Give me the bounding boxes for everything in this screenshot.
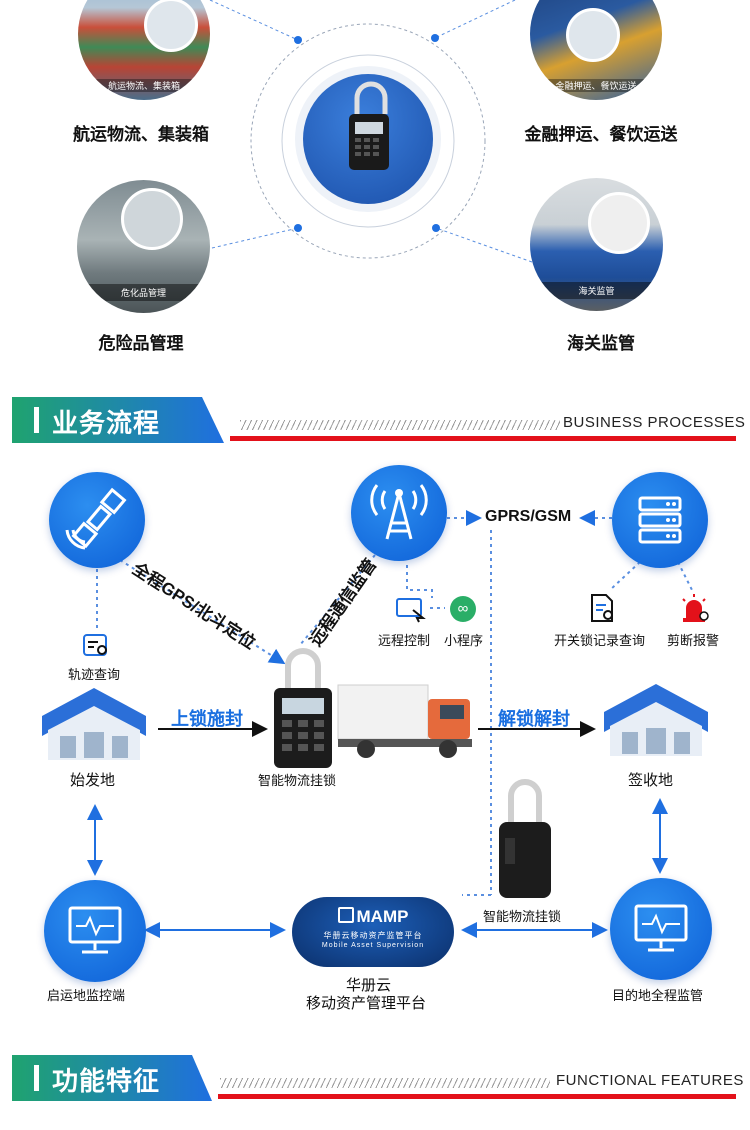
track-query-icon bbox=[83, 634, 107, 656]
satellite-icon bbox=[65, 487, 127, 550]
platform-badge: MAMP 华册云移动资产监管平台 Mobile Asset Supervisio… bbox=[292, 897, 454, 967]
scene-finance-photo: 金融押运、餐饮运送 bbox=[530, 0, 662, 100]
padlock-icon bbox=[349, 81, 389, 170]
platform-logo-icon bbox=[337, 907, 354, 923]
scene-label-customs: 海关监管 bbox=[567, 334, 635, 353]
section-banner-business: 业务流程 bbox=[12, 397, 224, 443]
platform-cn-sub: 华册云移动资产监管平台 bbox=[323, 931, 423, 940]
mini-program-label: 小程序 bbox=[444, 633, 484, 648]
lock-name-label: 智能物流挂锁 bbox=[258, 773, 337, 788]
signal-tower-icon bbox=[370, 484, 428, 540]
scene-label-hazmat: 危险品管理 bbox=[98, 334, 184, 353]
mini-program-icon: ∞ bbox=[450, 596, 476, 622]
section-title: 功能特征 bbox=[52, 1066, 161, 1096]
origin-label: 始发地 bbox=[70, 772, 116, 789]
lock-name-label: 智能物流挂锁 bbox=[483, 909, 562, 924]
scene-caption: 危化品管理 bbox=[77, 284, 210, 301]
decor-redline bbox=[230, 436, 736, 441]
cut-alarm-label: 剪断报警 bbox=[667, 633, 720, 648]
smart-padlock-icon bbox=[499, 779, 551, 898]
platform-logo-text: MAMP bbox=[356, 907, 409, 926]
flow-connector-lines bbox=[87, 510, 693, 938]
warehouse-destination-icon bbox=[604, 684, 708, 756]
decor-hatch bbox=[220, 1078, 550, 1088]
remote-control-icon bbox=[396, 598, 426, 623]
section-title: 业务流程 bbox=[52, 408, 161, 438]
track-query-label: 轨迹查询 bbox=[68, 667, 121, 682]
scene-customs-photo: 海关监管 bbox=[530, 178, 663, 311]
section-subtitle: BUSINESS PROCESSES bbox=[563, 414, 746, 431]
server-icon bbox=[638, 496, 682, 544]
alarm-siren-icon bbox=[682, 594, 709, 622]
scene-label-shipping: 航运物流、集装箱 bbox=[73, 125, 209, 144]
section-subtitle: FUNCTIONAL FEATURES bbox=[556, 1072, 744, 1089]
decor-hatch bbox=[240, 420, 560, 430]
platform-logo: MAMP bbox=[292, 907, 454, 927]
switch-record-label: 开关锁记录查询 bbox=[554, 633, 646, 648]
platform-en-sub: Mobile Asset Supervision bbox=[321, 942, 425, 949]
warehouse-origin-icon bbox=[42, 688, 146, 760]
decor-redline bbox=[218, 1094, 736, 1099]
monitor-icon bbox=[68, 906, 122, 954]
scene-connector-lines bbox=[209, 0, 533, 263]
section-banner-features: 功能特征 bbox=[12, 1055, 212, 1101]
scene-hazmat-photo: 危化品管理 bbox=[77, 180, 210, 313]
scene-label-finance: 金融押运、餐饮运送 bbox=[524, 125, 678, 144]
origin-monitor-circle bbox=[44, 880, 146, 982]
scene-caption: 海关监管 bbox=[530, 282, 663, 299]
scene-caption: 金融押运、餐饮运送 bbox=[530, 79, 662, 92]
destination-label: 签收地 bbox=[628, 772, 674, 789]
platform-name-1: 华册云 bbox=[346, 977, 392, 994]
remote-control-label: 远程控制 bbox=[378, 633, 431, 648]
origin-monitor-label: 启运地监控端 bbox=[47, 988, 126, 1003]
document-search-icon bbox=[591, 594, 613, 622]
scene-shipping-photo: 航运物流、集装箱 bbox=[78, 0, 210, 100]
platform-name-2: 移动资产管理平台 bbox=[306, 995, 427, 1012]
lock-seal-label: 上锁施封 bbox=[171, 709, 243, 729]
server-circle bbox=[612, 472, 708, 568]
network-label: GPRS/GSM bbox=[485, 508, 572, 525]
satellite-circle bbox=[49, 472, 145, 568]
tower-circle bbox=[351, 465, 447, 561]
smart-padlock-icon bbox=[274, 648, 332, 768]
center-lock-circle bbox=[303, 74, 433, 204]
dest-monitor-circle bbox=[610, 878, 712, 980]
unlock-label: 解锁解封 bbox=[498, 709, 570, 729]
banner-bar bbox=[34, 1065, 39, 1091]
banner-bar bbox=[34, 407, 39, 433]
truck-icon bbox=[337, 684, 472, 758]
scene-caption: 航运物流、集装箱 bbox=[78, 79, 210, 92]
dest-monitor-label: 目的地全程监管 bbox=[612, 988, 704, 1003]
monitor-icon bbox=[634, 904, 688, 952]
